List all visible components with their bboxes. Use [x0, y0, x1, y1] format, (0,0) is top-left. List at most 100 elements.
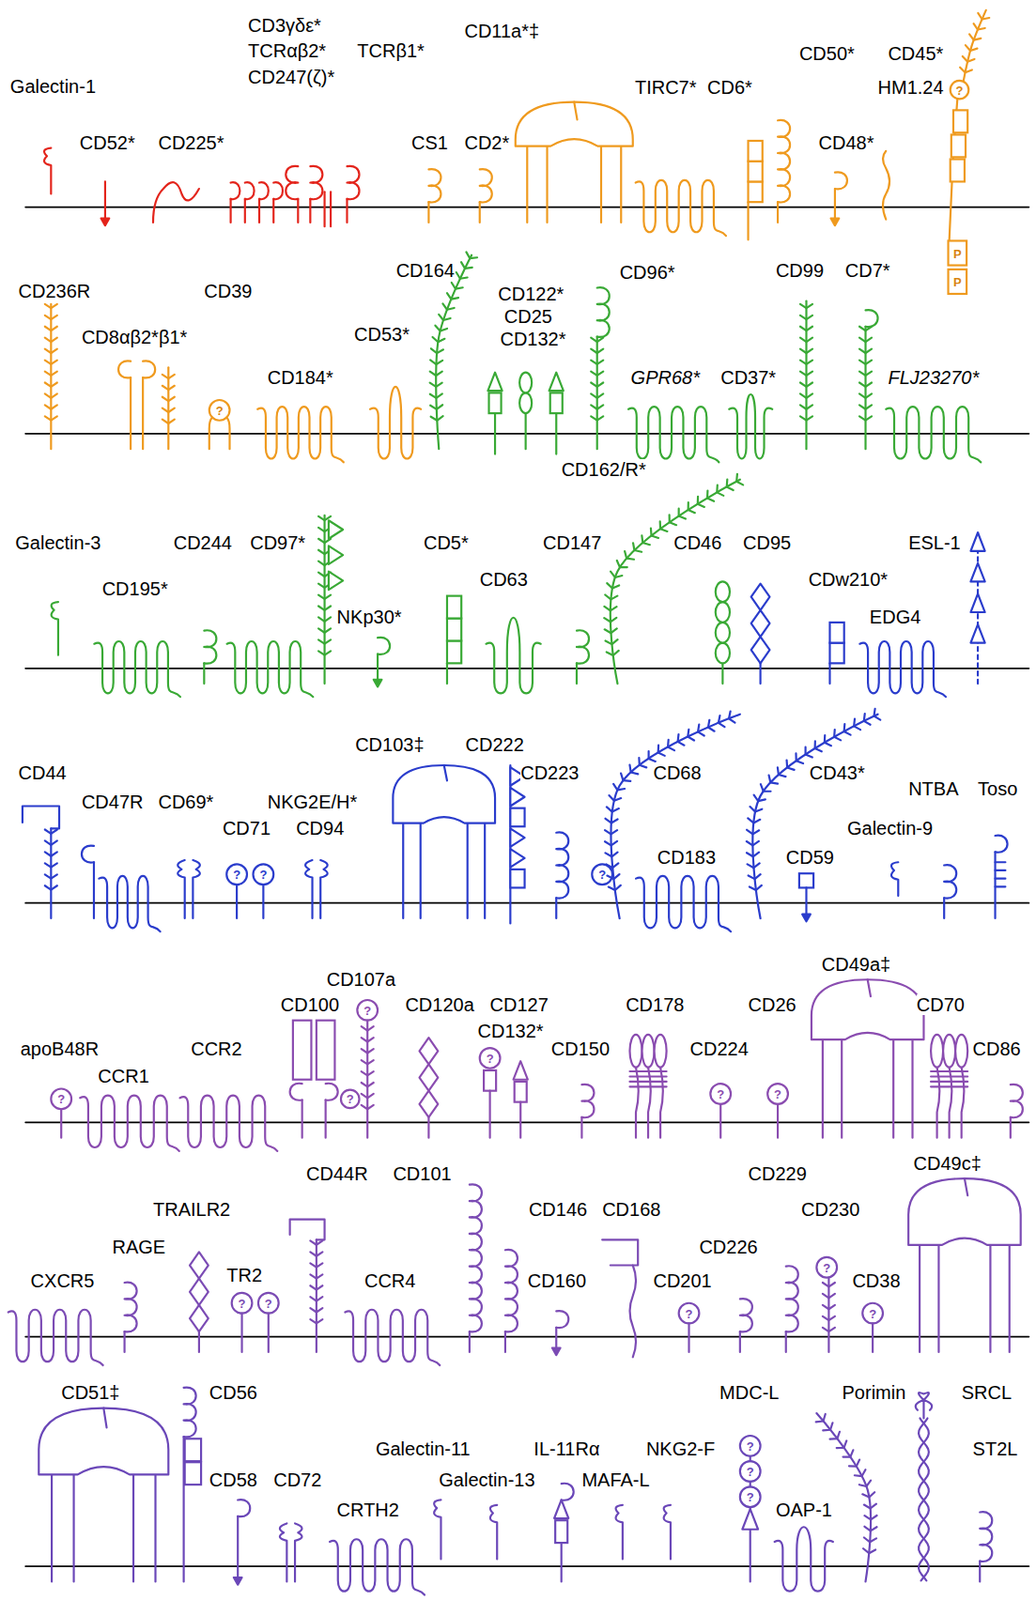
protein-stem [739, 1331, 742, 1353]
protein-stem [324, 1099, 327, 1138]
protein-label: CD44R [306, 1163, 369, 1185]
protein-label: CD101 [392, 1163, 451, 1185]
unknown-domain [479, 1048, 501, 1069]
protein-label: CD164 [396, 260, 455, 281]
ig-domain [786, 1266, 799, 1332]
integrin-split [444, 765, 448, 781]
ig-domain [245, 182, 255, 200]
protein-stem [236, 1516, 239, 1579]
glycan-branches [604, 711, 735, 891]
triangle-domain [970, 624, 985, 644]
glycan-branches [361, 1026, 374, 1110]
glycan-branches [746, 709, 881, 891]
protein-label: CS1 [411, 132, 449, 154]
protein-label: CD47R [81, 791, 144, 813]
protein-stem [555, 413, 557, 454]
protein-stem [489, 1091, 492, 1139]
integrin-head [515, 102, 634, 147]
lectin-domain [177, 860, 185, 919]
ig-domain [597, 287, 610, 338]
unknown-domain [816, 1257, 837, 1279]
protein-stem [560, 1543, 563, 1582]
protein-label: CD51‡ [61, 1382, 120, 1404]
box-domain [510, 808, 525, 828]
box-domain [185, 1462, 202, 1485]
unknown-domain-mark: ? [685, 1307, 694, 1320]
membrane-line [25, 902, 1029, 905]
unknown-domain [591, 864, 613, 885]
transmembrane-helices [628, 406, 719, 463]
protein-stem [785, 1331, 788, 1353]
protein-label: CD6* [707, 77, 753, 98]
oval-domain [715, 622, 730, 644]
transmembrane-helices [180, 1096, 279, 1152]
unknown-domain-mark: ? [956, 83, 964, 96]
box-domain [447, 640, 462, 664]
triangle-domain [513, 1061, 528, 1081]
protein-label: CD2* [463, 132, 510, 154]
protein-label: Toso [977, 778, 1018, 800]
protein-stem [446, 663, 449, 684]
glycan-branches [816, 1414, 878, 1554]
mucin-stalk [610, 479, 741, 684]
lectin-domain [320, 860, 327, 919]
protein-stem [230, 199, 232, 223]
protein-label: TCRβ1* [356, 40, 425, 62]
glycan-branches [45, 304, 58, 421]
protein-label: CD7* [845, 260, 891, 281]
box-domain [483, 1070, 496, 1092]
box-domain [550, 392, 563, 414]
glycan-branches [859, 326, 872, 421]
protein-label: CD48* [819, 132, 875, 154]
protein-label: CD99 [775, 260, 824, 281]
protein-label: CD122* [497, 283, 564, 305]
triangle-domain [487, 372, 502, 392]
protein-stem [943, 897, 945, 919]
galectin-glyph [490, 1505, 497, 1561]
box-domain [316, 1020, 336, 1081]
unknown-domain [340, 1090, 360, 1110]
integrin-leg [893, 1039, 913, 1139]
transmembrane-helices [774, 1527, 834, 1592]
protein-stem [479, 201, 481, 223]
glycan-branches [822, 1283, 835, 1332]
trimer-stalk [961, 1067, 965, 1139]
oval-domain [943, 1035, 956, 1068]
oval-domain [955, 1035, 968, 1068]
hook-domain [602, 1239, 638, 1266]
box-domain [514, 1082, 527, 1103]
unknown-domain-mark: ? [822, 1261, 831, 1274]
protein-stem [828, 663, 831, 684]
integrin-leg [601, 146, 621, 223]
unknown-domain [710, 1083, 731, 1105]
oval-domain [642, 1035, 655, 1068]
glycan-branches [45, 829, 58, 890]
protein-label: ST2L [973, 1438, 1019, 1460]
protein-stem [776, 201, 779, 223]
unknown-domain [356, 1000, 378, 1021]
glycan-branches [590, 338, 604, 421]
triangle-domain [510, 788, 525, 807]
tnfr-domain [419, 1037, 439, 1065]
unknown-domain [740, 1461, 761, 1483]
protein-glyphs [8, 10, 1030, 1596]
ig-domain [581, 1084, 594, 1118]
protein-label: CD37* [720, 367, 776, 388]
oval-domain [715, 602, 730, 623]
ig-domain [325, 1083, 339, 1101]
protein-label: CD100 [280, 994, 340, 1016]
protein-label: CD50* [799, 43, 855, 64]
transmembrane-helices [79, 1096, 180, 1152]
glycan-branches [162, 374, 175, 424]
trimer-link [629, 1075, 666, 1078]
protein-stem [519, 1102, 522, 1139]
unknown-domain [740, 1436, 761, 1457]
oval-domain [519, 372, 532, 394]
transmembrane-helices [370, 386, 421, 460]
protein-label: CD160 [527, 1270, 587, 1292]
tnfr-domain [189, 1279, 209, 1306]
unknown-domain-mark: ? [57, 1093, 65, 1106]
ig-domain [834, 171, 848, 189]
mucin-stalk [816, 1413, 871, 1582]
protein-label: CD236R [18, 280, 92, 302]
